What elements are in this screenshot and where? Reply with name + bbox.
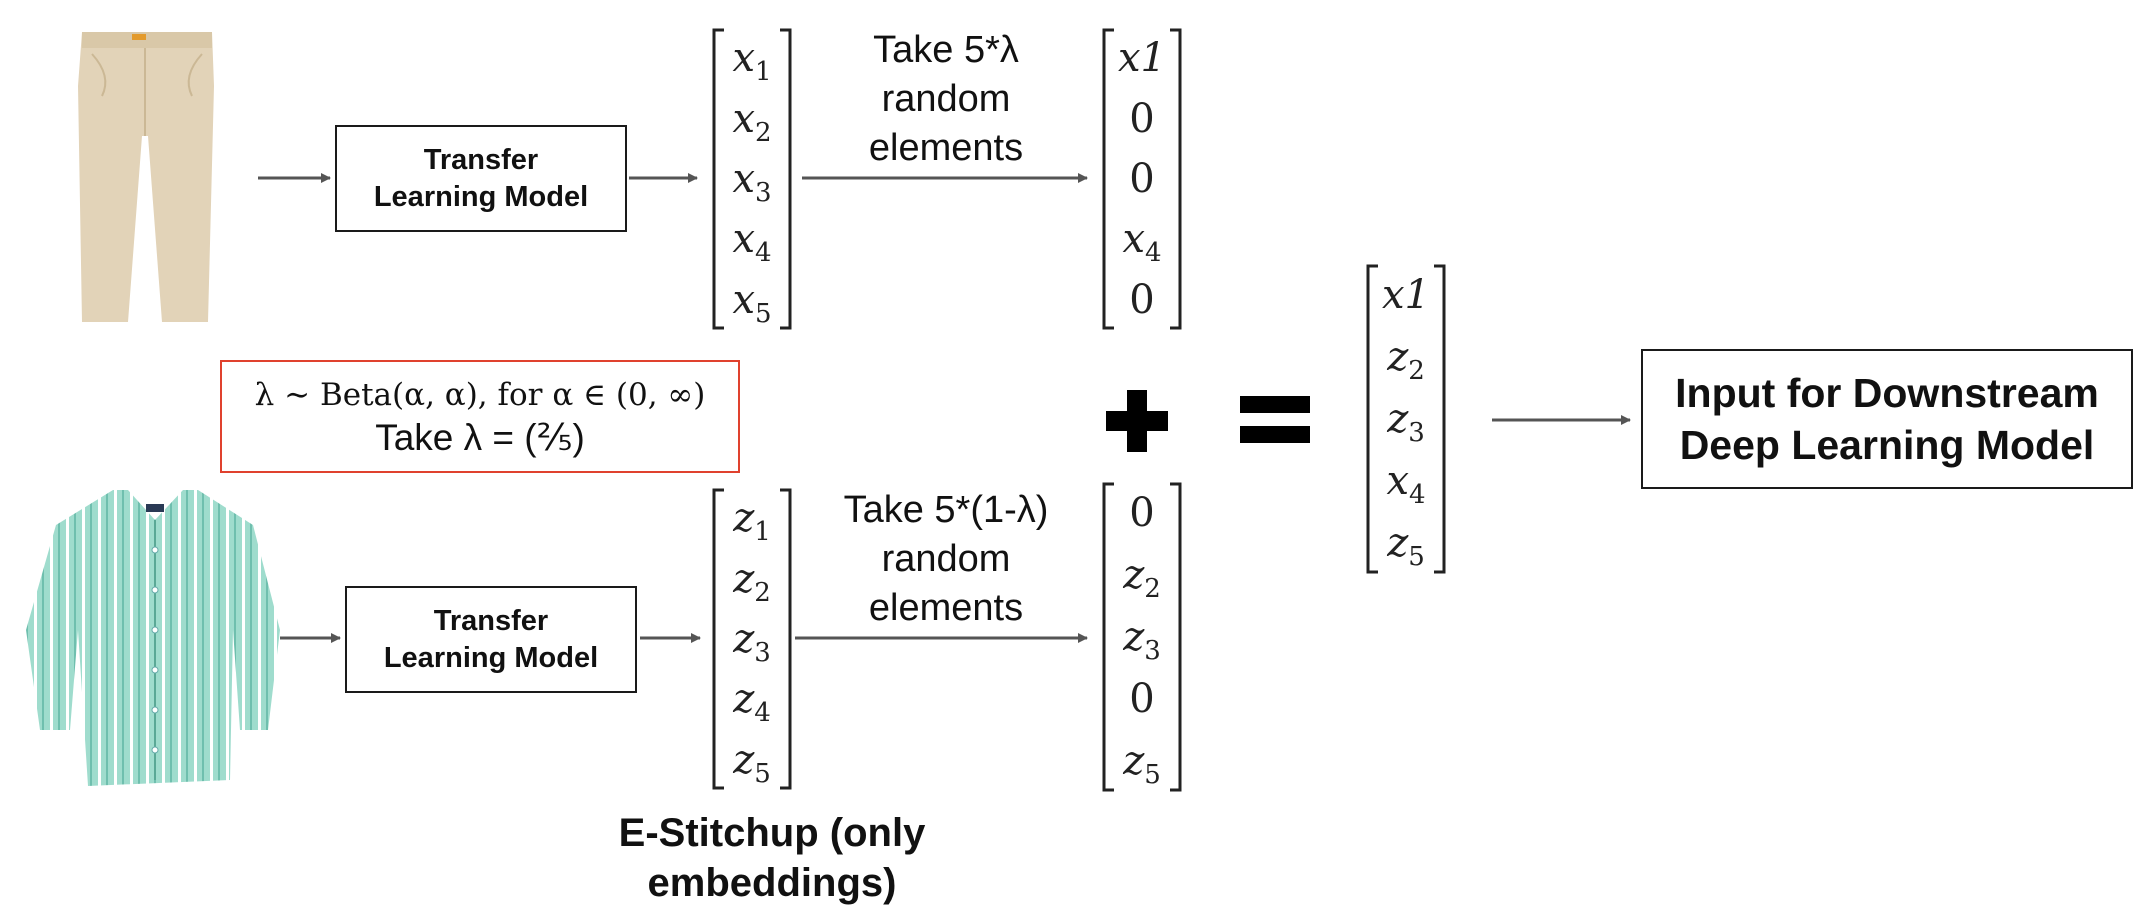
beta-distribution-formula: λ ∼ Beta(α, α), for α ∈ (0, ∞): [254, 376, 706, 413]
vector-cell: z4: [733, 676, 771, 729]
striped-shirt-image: [26, 484, 280, 786]
vector-cell: x1: [732, 35, 772, 88]
vector-cell: z2: [733, 555, 771, 608]
right-bracket: [780, 488, 792, 790]
plus-operator-icon: [1106, 390, 1168, 452]
vector-cell: z1: [733, 495, 771, 548]
vector-cell: x5: [732, 276, 772, 329]
output-label-line-2: Deep Learning Model: [1679, 422, 2095, 468]
downstream-model-input-box: Input for Downstream Deep Learning Model: [1641, 349, 2133, 489]
vector-cell: x4: [1386, 458, 1426, 510]
matrix-brackets: [1102, 28, 1182, 330]
top-selection-line-1: Take 5*λ: [873, 29, 1019, 71]
vector-cell: x3: [732, 156, 772, 208]
right-bracket: [1170, 482, 1182, 792]
vector-cell: z5: [733, 736, 771, 789]
vector-cell: z3: [733, 616, 771, 668]
vector-cell: 0: [1129, 156, 1155, 202]
bottom-selection-line-2: random: [881, 538, 1011, 580]
left-bracket: [1102, 28, 1114, 330]
top-selection-line-3: elements: [868, 127, 1024, 169]
vector-cell: x4: [1122, 216, 1162, 269]
left-bracket: [1102, 482, 1114, 792]
matrix-brackets: [712, 488, 792, 790]
vector-cell: z5: [1123, 738, 1161, 790]
top-model-label-line-2: Learning Model: [373, 180, 589, 213]
matrix-brackets: [712, 28, 792, 330]
equals-operator-icon: [1240, 396, 1310, 443]
top-selection-label: Take 5*λ random elements: [786, 26, 1106, 173]
vector-cell: z3: [1387, 396, 1425, 448]
vector-cell: x2: [732, 95, 772, 148]
bottom-transfer-learning-model-box: Transfer Learning Model: [345, 586, 637, 693]
top-transfer-learning-model-box: Transfer Learning Model: [335, 125, 627, 232]
vector-cell: 0: [1129, 95, 1155, 142]
bottom-model-label-line-1: Transfer: [433, 604, 549, 637]
vector-cell: z3: [1123, 614, 1161, 666]
left-bracket: [712, 488, 724, 790]
matrix-brackets: [1366, 264, 1446, 574]
vector-cell: z5: [1387, 520, 1425, 572]
vector-cell: 0: [1129, 676, 1155, 722]
top-model-label-line-1: Transfer: [423, 143, 539, 176]
vector-cell: z2: [1387, 334, 1425, 386]
matrix-brackets: [1102, 482, 1182, 792]
lambda-sampling-box: λ ∼ Beta(α, α), for α ∈ (0, ∞) Take λ = …: [220, 360, 740, 473]
top-selection-line-2: random: [881, 78, 1011, 120]
right-bracket: [1170, 28, 1182, 330]
vector-cell: z2: [1123, 552, 1161, 604]
caption-line-1: E-Stitchup (only: [618, 811, 926, 855]
diagram-caption: E-Stitchup (only embeddings): [562, 808, 982, 908]
bottom-selected-vector: 0 z2 z3 0 z5: [1102, 482, 1182, 792]
vector-cell: x4: [732, 216, 772, 269]
vector-cell: 0: [1129, 276, 1155, 323]
vector-cell: x1: [1381, 272, 1430, 318]
lambda-value-label: Take λ = (⅖): [375, 416, 585, 458]
combined-result-vector: x1 z2 z3 x4 z5: [1366, 264, 1446, 574]
bottom-selection-line-1: Take 5*(1-λ): [843, 489, 1049, 531]
bottom-selection-label: Take 5*(1-λ) random elements: [786, 486, 1106, 633]
vector-cell: x1: [1117, 35, 1166, 82]
vector-cell: 0: [1129, 490, 1155, 536]
left-bracket: [1366, 264, 1378, 574]
top-embedding-vector: x1 x2 x3 x4 x5: [712, 28, 792, 330]
right-bracket: [1434, 264, 1446, 574]
right-bracket: [780, 28, 792, 330]
output-label-line-1: Input for Downstream: [1675, 370, 2099, 416]
caption-line-2: embeddings): [647, 861, 897, 905]
bottom-embedding-vector: z1 z2 z3 z4 z5: [712, 488, 792, 790]
bottom-model-label-line-2: Learning Model: [383, 641, 599, 674]
bottom-selection-line-3: elements: [868, 587, 1024, 629]
left-bracket: [712, 28, 724, 330]
khaki-pants-image: [78, 32, 214, 322]
top-selected-vector: x1 0 0 x4 0: [1102, 28, 1182, 330]
